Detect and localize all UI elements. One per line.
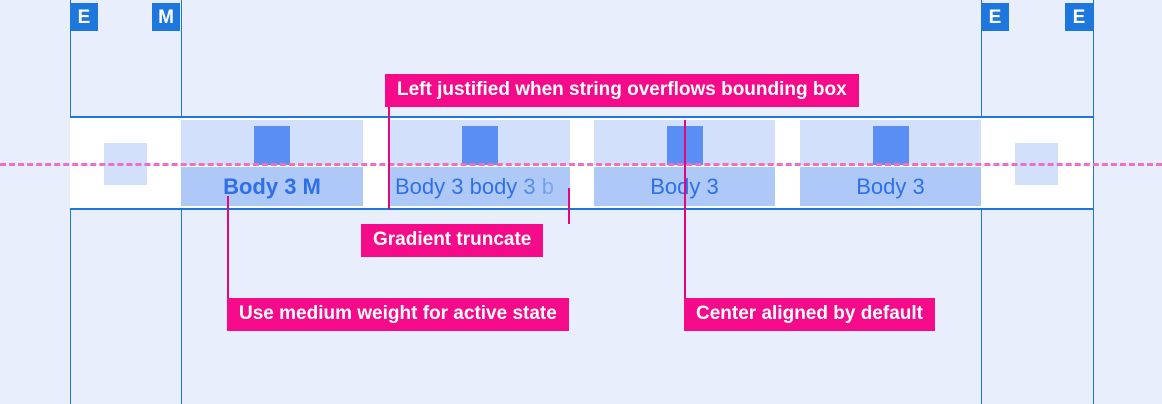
label-band: Body 3 body 3 b [389, 167, 570, 206]
tab-item-body-3-body-3-b[interactable]: Body 3 body 3 b [389, 120, 570, 206]
icon-band [181, 120, 363, 165]
placeholder-icon [254, 126, 290, 165]
connector-center-aligned [684, 120, 686, 298]
badge-margin-left: M [152, 3, 180, 31]
tab-item-label: Body 3 M [223, 173, 321, 199]
annotation-left-justified: Left justified when string overflows bou… [385, 74, 859, 107]
connector-gradient-truncate [568, 188, 570, 224]
annotation-gradient-truncate: Gradient truncate [361, 224, 544, 257]
badge-edge-right-outer: E [1065, 3, 1093, 31]
icon-band [800, 120, 981, 165]
badge-edge-left-outer: E [70, 3, 98, 31]
label-band: Body 3 M [181, 167, 363, 206]
tab-item-body-3-last[interactable]: Body 3 [800, 120, 981, 206]
placeholder-icon [872, 126, 909, 165]
annotation-medium-weight: Use medium weight for active state [227, 298, 569, 331]
tab-item-label: Body 3 [856, 173, 925, 199]
placeholder-icon [461, 126, 498, 165]
tab-item-label: Body 3 body 3 b [389, 174, 570, 200]
connector-medium-weight [227, 196, 229, 298]
badge-edge-right-inner: E [981, 3, 1009, 31]
tab-item-body-3-m[interactable]: Body 3 M [181, 120, 363, 206]
guide-right-outer [1093, 0, 1094, 404]
annotation-center-aligned: Center aligned by default [684, 298, 935, 331]
vertical-center-guideline [0, 163, 1162, 166]
connector-left-justified [388, 74, 390, 209]
icon-band [389, 120, 570, 165]
label-band: Body 3 [800, 167, 981, 206]
